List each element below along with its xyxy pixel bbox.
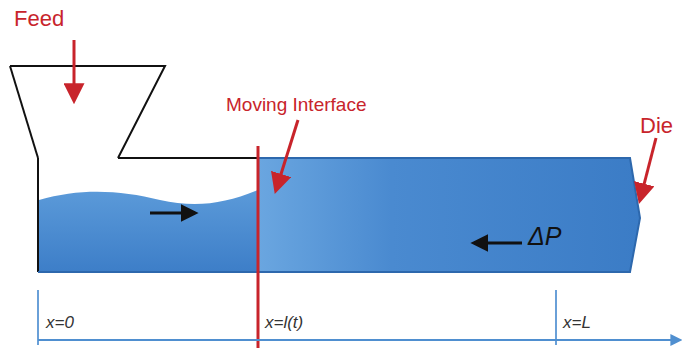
die-label: Die — [640, 115, 673, 137]
barrel-bottom — [38, 271, 258, 273]
feed-label: Feed — [14, 8, 64, 30]
die-pointer — [640, 138, 656, 200]
flow-arrow — [150, 212, 195, 215]
axis-label: x=0 — [46, 314, 74, 331]
barrel-top — [118, 157, 258, 159]
axis-tick — [37, 290, 39, 345]
axis-tick — [555, 290, 557, 345]
feed-pointer — [73, 40, 76, 100]
axis-label: x=L — [563, 314, 591, 331]
hopper-outline — [10, 66, 38, 158]
pressure-label: ΔP — [528, 224, 561, 249]
hopper-outline — [10, 66, 165, 158]
interface-pointer — [276, 120, 298, 190]
interface-line — [257, 146, 260, 348]
barrel-end — [37, 158, 39, 272]
x-axis — [38, 339, 680, 341]
partial-fill — [39, 190, 258, 272]
axis-label: x=l(t) — [265, 314, 303, 331]
pressure-arrow — [474, 242, 522, 245]
interface-label: Moving Interface — [226, 95, 366, 114]
filled-section — [258, 158, 640, 272]
